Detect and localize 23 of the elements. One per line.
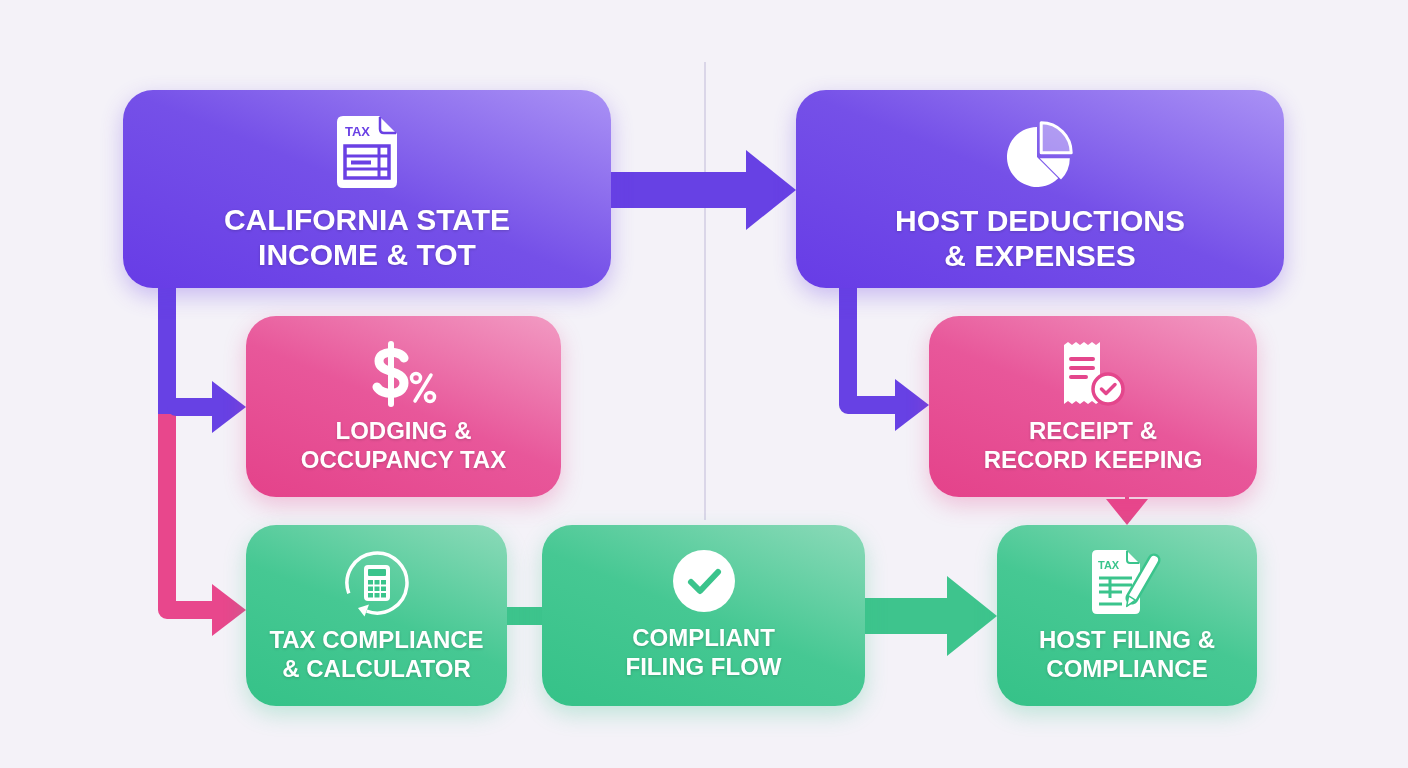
process-box xyxy=(246,525,507,706)
process-box xyxy=(542,525,865,706)
node-title: LODGING & OCCUPANCY TAX xyxy=(299,417,508,474)
node-title: HOST DEDUCTIONS & EXPENSES xyxy=(894,202,1186,274)
arrow xyxy=(839,288,929,431)
arrow xyxy=(158,414,246,636)
process-box xyxy=(246,316,561,497)
connector-line xyxy=(158,288,176,414)
process-box xyxy=(796,90,1284,288)
node-title: COMPLIANT FILING FLOW xyxy=(624,624,783,681)
process-box xyxy=(997,525,1257,706)
document-heading: TAX xyxy=(1098,560,1120,572)
arrow xyxy=(865,576,997,656)
document-heading: TAX xyxy=(345,124,371,138)
node-title: HOST FILING & COMPLIANCE xyxy=(1038,626,1216,683)
arrow xyxy=(611,150,796,230)
arrow xyxy=(1106,497,1148,525)
process-box xyxy=(929,316,1257,497)
process-box xyxy=(123,90,611,288)
node-title: TAX COMPLIANCE & CALCULATOR xyxy=(268,626,485,683)
node-title: CALIFORNIA STATE INCOME & TOT xyxy=(222,201,512,273)
connector-bar xyxy=(507,607,542,625)
node-title: RECEIPT & RECORD KEEPING xyxy=(982,417,1204,474)
